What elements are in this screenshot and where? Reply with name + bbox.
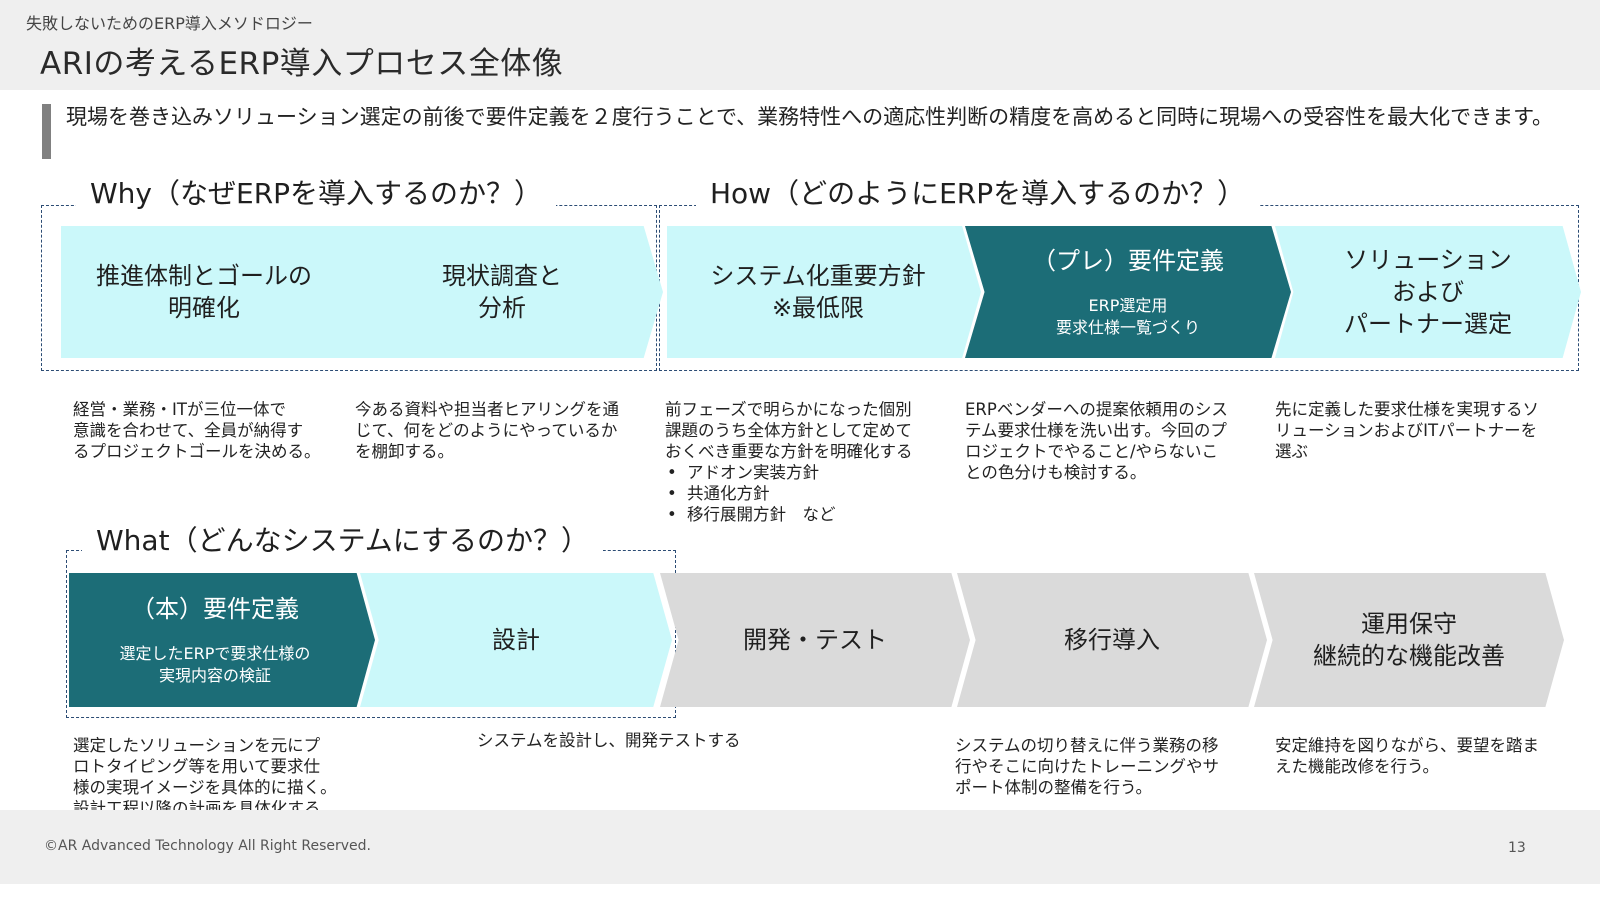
desc-key-policy-text: 前フェーズで明らかになった個別 課題のうち全体方針として定めて おくべき重要な方… xyxy=(665,400,913,461)
step-dev-test-title: 開発・テスト xyxy=(743,626,887,654)
lead-accent-bar xyxy=(42,104,51,159)
desc-solution-partner-selection: 先に定義した要求仕様を実現するソ リューションおよびITパートナーを 選ぶ xyxy=(1275,400,1539,461)
step-design-title: 設計 xyxy=(492,626,540,654)
step-current-state-analysis: 現状調査と 分析 xyxy=(341,226,663,358)
desc-current-state-analysis: 今ある資料や担当者ヒアリングを通 じて、何をどのようにやっているか を棚卸する。 xyxy=(355,400,619,461)
what-group-label: What（どんなシステムにするのか？） xyxy=(82,523,604,559)
why-group-label: Why（なぜERPを導入するのか？） xyxy=(76,176,557,212)
lead-text: 現場を巻き込みソリューション選定の前後で要件定義を２度行うことで、業務特性への適… xyxy=(66,105,1554,129)
step-pre-requirements-title: （プレ）要件定義 xyxy=(1032,247,1224,275)
page-number: 13 xyxy=(1508,840,1526,856)
bullet-item: アドオン実装方針 xyxy=(665,462,955,483)
step-operation: 運用保守 継続的な機能改善 xyxy=(1254,573,1564,707)
step-migration-title: 移行導入 xyxy=(1064,626,1160,654)
step-goal-clarification-title: 推進体制とゴールの 明確化 xyxy=(96,262,312,322)
bullet-item: 共通化方針 xyxy=(665,483,955,504)
step-solution-partner-selection: ソリューション および パートナー選定 xyxy=(1275,226,1581,358)
step-key-policy: システム化重要方針 ※最低限 xyxy=(667,226,981,358)
slide-supertitle: 失敗しないためのERP導入メソドロジー xyxy=(26,14,313,33)
desc-operation: 安定維持を図りながら、要望を踏ま えた機能改修を行う。 xyxy=(1275,736,1539,776)
step-migration: 移行導入 xyxy=(957,573,1267,707)
step-main-requirements-title: （本）要件定義 xyxy=(131,595,299,623)
slide-title: ARIの考えるERP導入プロセス全体像 xyxy=(40,46,564,82)
desc-goal-clarification: 経営・業務・ITが三位一体で 意識を合わせて、全員が納得す るプロジェクトゴール… xyxy=(73,400,321,461)
step-solution-partner-selection-title: ソリューション および パートナー選定 xyxy=(1344,246,1512,338)
step-goal-clarification: 推進体制とゴールの 明確化 xyxy=(61,226,361,358)
step-main-requirements: （本）要件定義 選定したERPで要求仕様の 実現内容の検証 xyxy=(69,573,375,707)
bullet-item: 移行展開方針 など xyxy=(665,504,955,525)
step-design: 設計 xyxy=(360,573,672,707)
step-operation-title: 運用保守 継続的な機能改善 xyxy=(1313,610,1505,670)
step-key-policy-title: システム化重要方針 ※最低限 xyxy=(710,262,926,322)
step-pre-requirements-subtitle: ERP選定用 要求仕様一覧づくり xyxy=(1055,296,1200,337)
slide-header: 失敗しないためのERP導入メソドロジー ARIの考えるERP導入プロセス全体像 xyxy=(0,0,1600,90)
slide-footer: ©AR Advanced Technology All Right Reserv… xyxy=(0,810,1600,884)
step-main-requirements-subtitle: 選定したERPで要求仕様の 実現内容の検証 xyxy=(119,644,311,685)
how-group-label: How（どのようにERPを導入するのか？） xyxy=(696,176,1260,212)
step-pre-requirements: （プレ）要件定義 ERP選定用 要求仕様一覧づくり xyxy=(965,226,1291,358)
desc-migration: システムの切り替えに伴う業務の移 行やそこに向けたトレーニングやサ ポート体制の… xyxy=(955,736,1219,797)
step-dev-test: 開発・テスト xyxy=(660,573,970,707)
desc-key-policy-bullets: アドオン実装方針 共通化方針 移行展開方針 など xyxy=(665,462,955,525)
desc-design-dev: システムを設計し、開発テストする xyxy=(477,731,741,750)
desc-main-requirements: 選定したソリューションを元にプ ロトタイピング等を用いて要求仕 様の実現イメージ… xyxy=(73,736,337,818)
desc-key-policy: 前フェーズで明らかになった個別 課題のうち全体方針として定めて おくべき重要な方… xyxy=(665,399,955,525)
step-current-state-analysis-title: 現状調査と 分析 xyxy=(442,262,562,322)
desc-pre-requirements: ERPベンダーへの提案依頼用のシス テム要求仕様を洗い出す。今回のプ ロジェクト… xyxy=(965,400,1228,482)
copyright-text: ©AR Advanced Technology All Right Reserv… xyxy=(44,838,371,854)
